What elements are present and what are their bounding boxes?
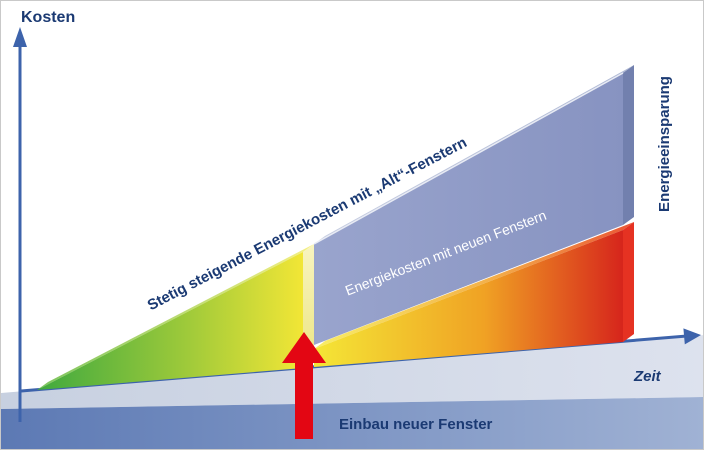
savings-band-edge-highlight <box>313 72 624 245</box>
y-axis-label: Kosten <box>21 9 76 26</box>
footer-band <box>1 397 703 449</box>
new-cost-wedge-top-face <box>314 222 634 349</box>
y-axis-arrowhead-icon <box>13 27 27 47</box>
new-cost-wedge-right-face <box>623 222 634 342</box>
old-cost-wedge <box>37 252 303 390</box>
savings-band <box>314 73 623 345</box>
x-axis-label: Zeit <box>634 368 661 385</box>
installation-arrow-icon <box>282 332 326 439</box>
installation-event-label: Einbau neuer Fenster <box>339 416 493 433</box>
old-cost-wedge-top-face <box>37 244 314 390</box>
x-axis-arrowhead-icon <box>683 328 701 345</box>
new-cost-wedge <box>314 230 623 367</box>
savings-band-right-face <box>623 65 634 225</box>
ground-band <box>1 335 703 409</box>
energy-savings-label: Energieeinsparung <box>655 76 673 212</box>
